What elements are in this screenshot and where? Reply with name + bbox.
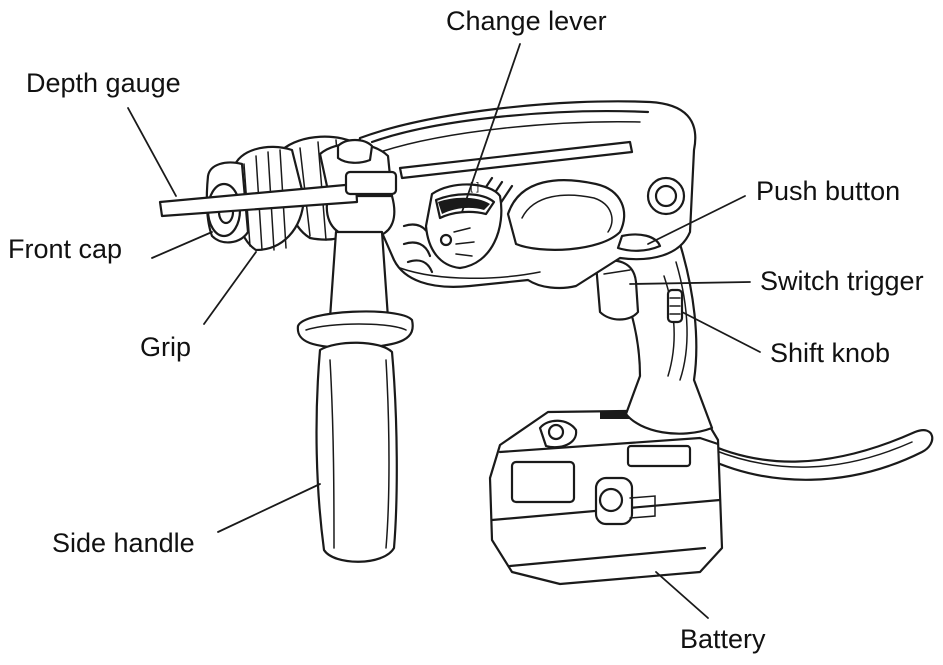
label-depth-gauge: Depth gauge — [26, 68, 181, 98]
label-push-button: Push button — [756, 176, 901, 206]
leader-push-button — [647, 195, 746, 245]
label-front-cap: Front cap — [8, 234, 123, 264]
leader-front-cap — [151, 231, 213, 259]
motor-housing: [ ] — [357, 100, 697, 290]
leader-grip — [203, 251, 257, 325]
label-side-handle: Side handle — [52, 528, 195, 558]
label-battery: Battery — [680, 624, 766, 654]
label-grip: Grip — [140, 332, 192, 362]
leader-depth-gauge — [127, 107, 177, 197]
svg-text:[ ]: [ ] — [470, 181, 479, 193]
leader-side-handle — [217, 483, 321, 533]
leader-switch-trigger — [629, 281, 751, 285]
wrist-strap — [686, 426, 934, 481]
shift-knob-part — [666, 288, 684, 324]
push-button-part — [616, 233, 662, 252]
leader-lines — [127, 43, 761, 619]
battery-pack — [488, 408, 724, 586]
leader-shift-knob — [681, 311, 761, 353]
label-change-lever: Change lever — [446, 6, 607, 36]
leader-change-lever — [461, 43, 521, 213]
leader-battery — [655, 571, 709, 619]
label-switch-trigger: Switch trigger — [760, 266, 924, 296]
depth-gauge-rod — [158, 140, 634, 218]
label-shift-knob: Shift knob — [770, 338, 891, 368]
